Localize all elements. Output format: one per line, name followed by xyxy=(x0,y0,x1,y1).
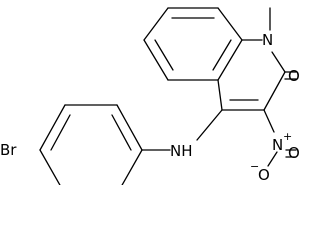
quinolinone-core xyxy=(143,7,297,111)
bond xyxy=(116,104,143,151)
double-bond-inner xyxy=(212,39,232,71)
bond xyxy=(121,149,143,185)
atom-label-n-ring: N xyxy=(262,31,273,49)
nitro-group xyxy=(263,109,297,167)
atom-label-o-nitro-single: O xyxy=(258,166,270,184)
charge-minus: − xyxy=(250,160,259,173)
bond xyxy=(196,109,223,141)
bond xyxy=(271,51,286,73)
bond xyxy=(39,149,61,185)
atom-label-n-nitro: N xyxy=(272,136,283,154)
atom-label-br: Br xyxy=(0,141,17,159)
double-bond-inner xyxy=(111,114,132,151)
double-bond-inner xyxy=(154,39,174,71)
bond xyxy=(267,151,278,167)
bond xyxy=(263,71,286,111)
bond xyxy=(143,7,169,41)
atom-label-o-nitro-double: O xyxy=(288,144,300,162)
bond xyxy=(143,39,169,81)
charge-plus: + xyxy=(283,130,292,143)
bond xyxy=(217,79,223,111)
bond xyxy=(217,39,243,81)
bromophenyl-ring xyxy=(39,104,143,185)
bond xyxy=(39,104,66,151)
double-bond-inner xyxy=(50,114,71,151)
bond xyxy=(217,7,243,41)
chemical-structure-diagram: Br NH N O N + O − O xyxy=(0,7,300,185)
atom-label-nh: NH xyxy=(170,142,193,160)
bond xyxy=(263,109,275,133)
atom-label-o-carbonyl: O xyxy=(288,67,300,85)
